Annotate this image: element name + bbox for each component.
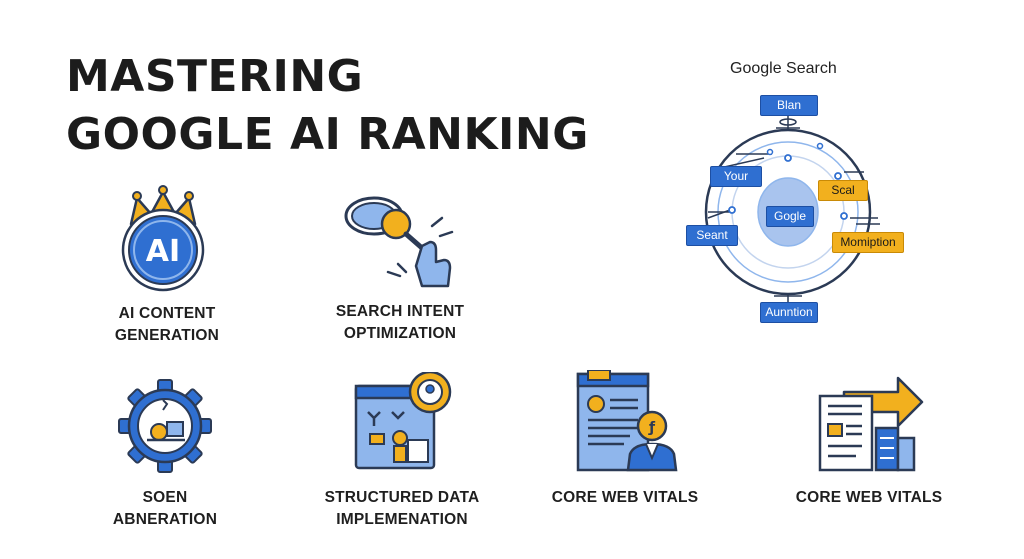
structured-data-icon bbox=[354, 372, 452, 470]
node-blan: Blan bbox=[760, 95, 818, 116]
card-label-core-web-vitals-1: CORE WEB VITALS bbox=[551, 489, 699, 506]
node-momiption: Momiption bbox=[832, 232, 904, 253]
page-title: MASTERING GOOGLE AI RANKING bbox=[66, 48, 589, 164]
card-label-search-intent: SEARCH INTENT OPTIMIZATION bbox=[335, 303, 465, 342]
node-center-gogle: Gogle bbox=[766, 206, 814, 227]
node-seant: Seant bbox=[686, 225, 738, 246]
gear-icon bbox=[118, 379, 212, 473]
card-label-structured-data: STRUCTURED DATA IMPLEMENATION bbox=[324, 489, 480, 528]
document-person-icon: ƒ bbox=[576, 370, 678, 472]
svg-text:ƒ: ƒ bbox=[648, 420, 656, 436]
card-label-ai-content: AI CONTENT GENERATION bbox=[114, 305, 220, 344]
node-aunntion: Aunntion bbox=[760, 302, 818, 323]
magnifier-hand-icon bbox=[344, 196, 454, 288]
node-scal: Scal bbox=[818, 180, 868, 201]
title-line-2: GOOGLE AI RANKING bbox=[66, 109, 589, 160]
diagram-title: Google Search bbox=[730, 60, 837, 77]
card-label-core-web-vitals-2: CORE WEB VITALS bbox=[795, 489, 943, 506]
report-arrow-icon bbox=[818, 376, 924, 472]
card-label-soen: SOEN ABNERATION bbox=[112, 489, 218, 528]
ai-badge-text: AI bbox=[146, 234, 180, 269]
node-your: Your bbox=[710, 166, 762, 187]
ai-crown-icon: AI bbox=[121, 185, 205, 292]
title-line-1: MASTERING bbox=[66, 51, 364, 102]
